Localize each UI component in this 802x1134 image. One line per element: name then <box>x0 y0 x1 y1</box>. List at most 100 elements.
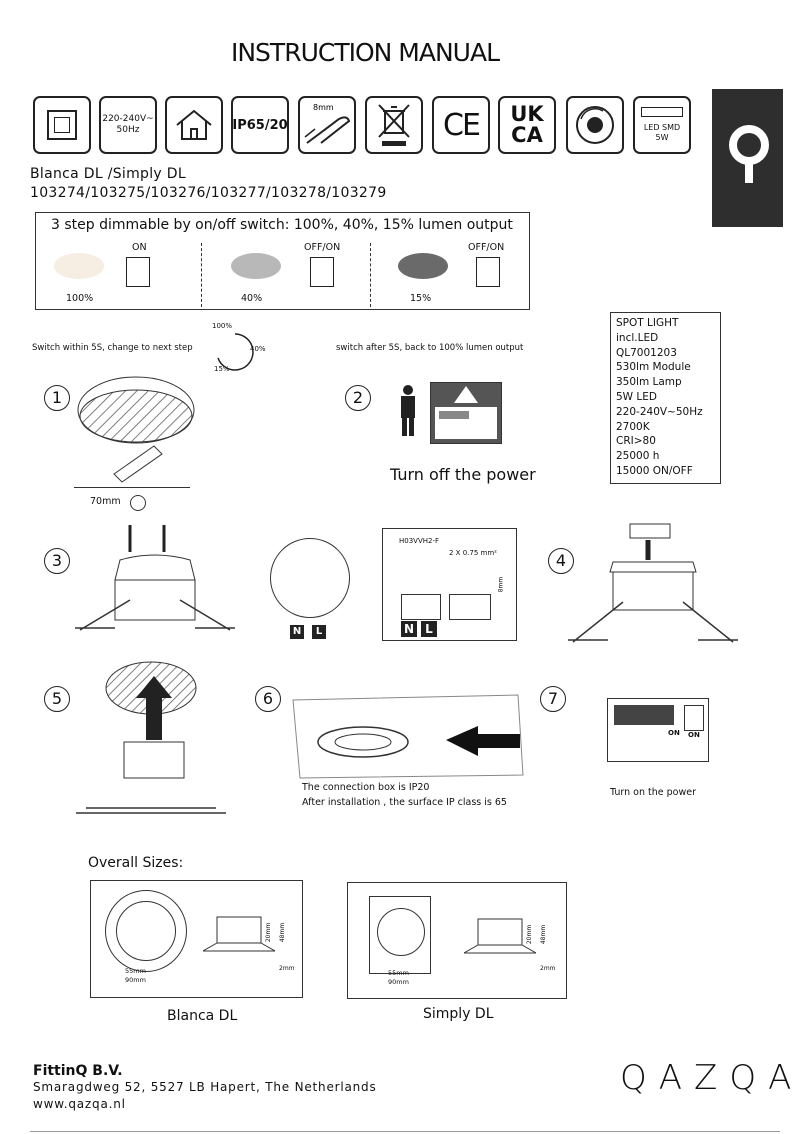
spec-line: 15000 ON/OFF <box>616 464 693 477</box>
ip-rating-icon: IP65/20 <box>231 96 289 154</box>
side-profile <box>202 911 276 957</box>
step-number: 3 <box>44 548 70 574</box>
breaker-row <box>614 705 674 725</box>
spec-line: 5W LED <box>616 390 657 403</box>
on-label: ON <box>668 729 680 737</box>
remove-screws-illustration <box>70 520 240 654</box>
neutral-badge: N <box>290 625 304 639</box>
live-badge: L <box>312 625 326 639</box>
dimming-heading: 3 step dimmable by on/off switch: 100%, … <box>51 217 513 233</box>
fuse-box-warning-icon <box>430 382 502 444</box>
step-number: 6 <box>255 686 281 712</box>
cycle-15: 15% <box>214 365 230 373</box>
brand-block <box>712 89 783 227</box>
inner-ring <box>377 908 425 956</box>
ip-note-1: The connection box is IP20 <box>302 782 430 793</box>
spec-line: 350lm Lamp <box>616 376 682 389</box>
outer-square <box>369 896 431 974</box>
cycle-arrows-icon <box>210 330 260 379</box>
height-20: 20mm <box>265 922 273 943</box>
step-pct: 40% <box>241 293 263 304</box>
outer-ring <box>105 890 187 972</box>
wire-strip-icon: 8mm <box>298 96 356 154</box>
power-on-text: Turn on the power <box>610 787 696 798</box>
cycle-note-left: Switch within 5S, change to next step <box>32 343 193 353</box>
insert-fixture-illustration <box>76 658 226 820</box>
ce-mark-icon: CE <box>432 96 490 154</box>
spec-line: 530lm Module <box>616 361 691 374</box>
outer-size: 90mm <box>388 978 409 986</box>
led-smd-icon: LED SMD 5W <box>633 96 691 154</box>
outer-size: 90mm <box>125 976 146 984</box>
height-20: 20mm <box>526 924 534 945</box>
person-icon <box>396 384 420 438</box>
cut-dimension-line <box>74 487 190 488</box>
ip-note-2: After installation , the surface IP clas… <box>302 797 507 808</box>
ceiling-cut-illustration <box>74 374 199 488</box>
step-number: 1 <box>44 385 70 411</box>
svg-text:8mm: 8mm <box>313 103 334 112</box>
power-off-text: Turn off the power <box>390 465 536 484</box>
close-cover-illustration <box>568 512 738 651</box>
step-number: 4 <box>548 548 574 574</box>
cycle-note-right: switch after 5S, back to 100% lumen outp… <box>336 343 524 353</box>
sizes-heading: Overall Sizes: <box>88 855 184 871</box>
qazqa-logo: QAZQA <box>620 1058 802 1098</box>
lamp-100-icon <box>54 253 104 279</box>
on-label: ON <box>688 731 700 739</box>
switch-icon <box>476 257 500 287</box>
weee-bin-icon <box>365 96 423 154</box>
cycle-100: 100% <box>212 322 233 330</box>
product-name: Blanca DL /Simply DL <box>30 166 186 182</box>
live-badge: L <box>421 621 437 637</box>
spec-line: incl.LED QL7001203 <box>616 331 677 359</box>
cable-size: 2 X 0.75 mm² <box>449 549 497 557</box>
divider <box>370 243 371 307</box>
lip-size: 2mm <box>540 965 556 972</box>
step-pct: 15% <box>410 293 432 304</box>
spec-line: CRI>80 <box>616 435 656 448</box>
connector-block <box>449 594 491 620</box>
dimming-panel: 3 step dimmable by on/off switch: 100%, … <box>35 212 530 310</box>
company-address: Smaragdweg 52, 5527 LB Hapert, The Nethe… <box>33 1080 377 1094</box>
side-profile <box>463 913 537 959</box>
spec-line: SPOT LIGHT <box>616 317 679 329</box>
lip-size: 2mm <box>279 965 295 972</box>
blanca-size-drawing: 55mm 90mm 20mm 48mm 2mm <box>90 880 303 998</box>
lamp-15-icon <box>398 253 448 279</box>
step-label: ON <box>132 242 147 253</box>
divider <box>201 243 202 307</box>
fuse-box-on-illustration: ON ON <box>607 698 709 762</box>
neutral-badge: N <box>401 621 417 637</box>
bottom-rule <box>30 1131 780 1132</box>
hole-icon <box>130 495 146 511</box>
blanca-label: Blanca DL <box>167 1008 238 1024</box>
spec-line: 220-240V~50Hz <box>616 405 703 418</box>
voltage-icon: 220-240V~ 50Hz <box>99 96 157 154</box>
spec-line: 25000 h <box>616 450 660 463</box>
inner-size: 55mm <box>388 969 409 977</box>
product-codes: 103274/103275/103276/103277/103278/10327… <box>30 185 387 201</box>
step-number: 5 <box>44 686 70 712</box>
switch-icon <box>126 257 150 287</box>
main-switch <box>684 705 704 731</box>
company-website[interactable]: www.qazqa.nl <box>33 1097 126 1111</box>
wiring-diagram: H03VVH2-F 2 X 0.75 mm² 8mm N L <box>382 528 517 641</box>
lamp-40-icon <box>231 253 281 279</box>
cut-size: 70mm <box>90 496 121 507</box>
step-label: OFF/ON <box>304 242 341 253</box>
height-48: 48mm <box>279 922 287 943</box>
cycle-40: 40% <box>250 345 266 353</box>
step-pct: 100% <box>66 293 94 304</box>
step-label: OFF/ON <box>468 242 505 253</box>
spec-line: 2700K <box>616 420 650 433</box>
class-ii-icon <box>33 96 91 154</box>
simply-label: Simply DL <box>423 1006 494 1022</box>
connector-block <box>401 594 441 620</box>
cable-type: H03VVH2-F <box>399 537 440 545</box>
height-48: 48mm <box>540 924 548 945</box>
installed-surface-illustration <box>288 690 528 784</box>
company-name: FittinQ B.V. <box>33 1063 123 1079</box>
page-title: INSTRUCTION MANUAL <box>230 38 500 67</box>
